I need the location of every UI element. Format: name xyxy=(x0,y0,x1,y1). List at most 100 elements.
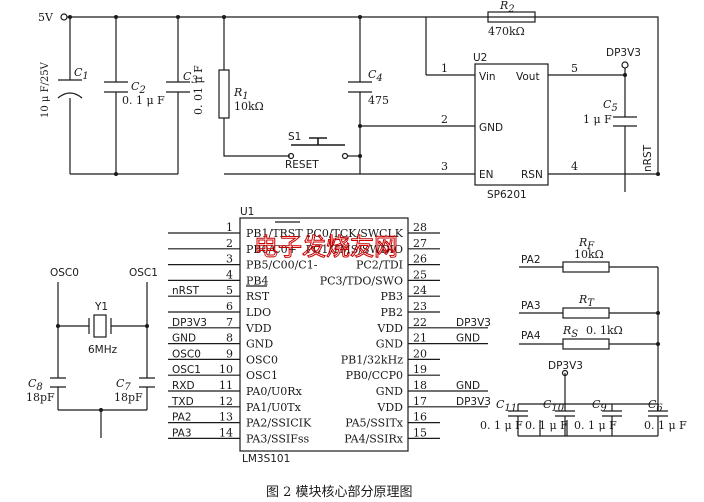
u1-pin-18-name: GND xyxy=(376,385,403,398)
c5-ref: C5 xyxy=(603,98,618,114)
c6-symbol xyxy=(648,404,668,436)
u1-pin-13-name: PA2/SSICIK xyxy=(246,417,312,430)
c7-value: 18pF xyxy=(114,391,143,404)
c11-value: 0. 1 μ F xyxy=(480,419,523,432)
c1-ref: C1 xyxy=(74,66,89,82)
u1-pin-7-name: VDD xyxy=(245,322,272,335)
u2-body xyxy=(474,63,549,186)
c9-ref: C9 xyxy=(592,398,607,414)
u1-body xyxy=(239,217,409,452)
c7-ref: C7 xyxy=(116,377,131,393)
c11-symbol xyxy=(508,404,528,436)
rs-ref: RS xyxy=(562,324,578,340)
pa3-net-label: PA3 xyxy=(521,300,541,312)
rs-body xyxy=(562,338,610,350)
rs-value: 0. 1kΩ xyxy=(586,324,623,337)
c1-wire xyxy=(58,17,82,174)
u1-pin-26-name: PC2/TDI xyxy=(356,259,403,272)
u1-pin-14-net: PA3 xyxy=(172,427,192,439)
s1-contact-left xyxy=(287,152,295,160)
u1-pin-10-net: OSC1 xyxy=(172,364,201,376)
u1-pin-9-number: 9 xyxy=(226,347,233,360)
rt-ref: RT xyxy=(578,293,595,309)
c4-symbol xyxy=(348,17,372,174)
u1-pin-10-number: 10 xyxy=(219,363,233,376)
dp3v3-label-top: DP3V3 xyxy=(606,47,641,59)
s1-contact-right xyxy=(341,152,349,160)
u1-pin-1-number: 1 xyxy=(226,221,233,234)
u1-pin-5-net: nRST xyxy=(172,285,200,297)
u2-ref: U2 xyxy=(473,52,487,64)
u2-pinnum-4: 4 xyxy=(571,160,578,173)
u1-pin-28-name: PC0/TCK/SWCLK xyxy=(306,227,404,240)
u1-pin-9-name: OSC0 xyxy=(246,353,278,366)
c1-value: 10 μ F/25V xyxy=(40,61,51,118)
u1-pin-9: 9 OSC0 OSC0 xyxy=(168,347,278,366)
c9-value: 0. 1 μ F xyxy=(574,419,617,432)
u1-pin-23: 23 PB2 xyxy=(381,300,440,319)
y1-crystal xyxy=(93,314,107,338)
dp3v3-terminal xyxy=(621,61,629,69)
u1-pin-11-name: PA0/U0Rx xyxy=(246,385,303,398)
pa2-net-label: PA2 xyxy=(521,254,541,266)
c7-symbol xyxy=(139,282,155,410)
u1-pin-28-number: 28 xyxy=(413,221,427,234)
u1-pin-15-number: 15 xyxy=(413,426,427,439)
u1-pin-4-number: 4 xyxy=(226,268,233,281)
u1-pin-16: 16 PA5/SSITx xyxy=(345,411,440,430)
v5-rail-wire xyxy=(67,16,659,174)
u1-pin-23-name: PB2 xyxy=(381,306,403,319)
u1-pin-20-name: PB1/32kHz xyxy=(341,353,403,366)
rf-body xyxy=(562,261,610,273)
c3-ref: C3 xyxy=(183,70,198,86)
osc0-label: OSC0 xyxy=(50,267,79,279)
c8-ref: C8 xyxy=(28,377,43,393)
u1-pin-16-name: PA5/SSITx xyxy=(345,417,404,430)
s1-actuator xyxy=(291,137,345,146)
v5-terminal xyxy=(60,13,68,21)
u1-pin-22-net: DP3V3 xyxy=(456,317,491,329)
u1-pin-2-number: 2 xyxy=(226,237,233,250)
u1-pin-9-net: OSC0 xyxy=(172,348,201,360)
r1-wire xyxy=(223,17,290,157)
c9-symbol xyxy=(602,404,622,436)
u2-pinnum-2: 2 xyxy=(441,113,448,126)
u1-pin-19-name: PB0/CCP0 xyxy=(346,369,403,382)
u2-part: SP6201 xyxy=(487,189,527,201)
c8-symbol xyxy=(50,282,66,410)
u1-pin-7-number: 7 xyxy=(226,316,233,329)
u1-pin-22-name: VDD xyxy=(376,322,403,335)
vout-wire xyxy=(548,68,626,76)
u1-pin-21-net: GND xyxy=(456,333,480,345)
r1-ref: R1 xyxy=(233,86,249,102)
u1-pin-16-number: 16 xyxy=(413,411,427,424)
u2-pin-en: EN xyxy=(479,169,494,181)
u1-pin-11-number: 11 xyxy=(219,379,233,392)
u1-pin-26: 26 PC2/TDI xyxy=(356,253,440,272)
c3-value: 0. 01 μ F xyxy=(192,65,205,115)
u1-pin-28: 28 PC0/TCK/SWCLK xyxy=(306,221,440,240)
resistor-wires xyxy=(519,266,659,411)
u1-pin-23-number: 23 xyxy=(413,300,427,313)
u1-pin-26-number: 26 xyxy=(413,253,427,266)
dp3v3-label-caps: DP3V3 xyxy=(548,360,583,372)
u1-pin-21-number: 21 xyxy=(413,332,427,345)
u1-pin-4-name: PB4 xyxy=(246,274,268,287)
u1-pin-24-number: 24 xyxy=(413,284,427,297)
u1-pin-12-number: 12 xyxy=(219,395,233,408)
r2-ref: R2 xyxy=(499,0,515,15)
